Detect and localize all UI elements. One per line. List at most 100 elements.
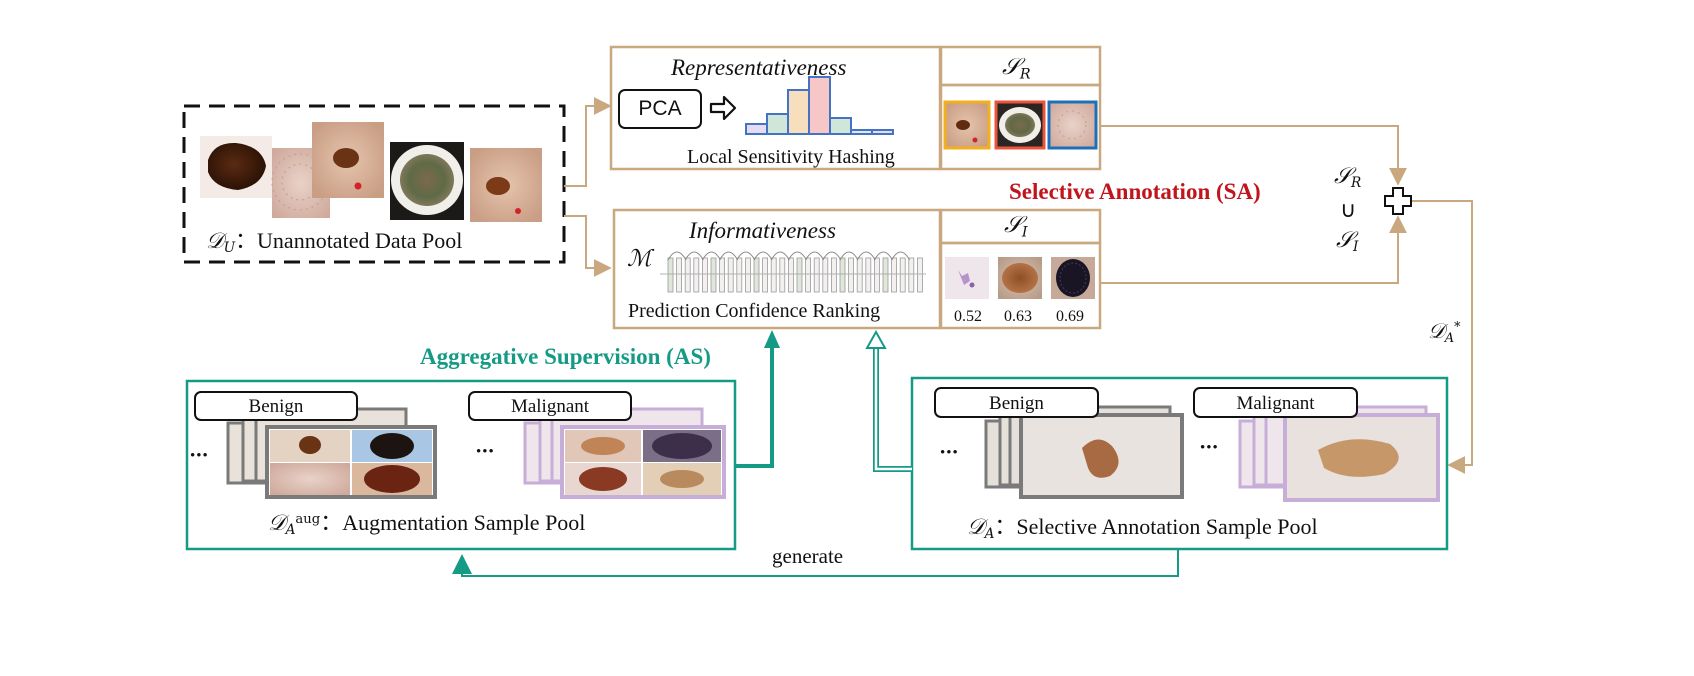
model-layer: [788, 257, 794, 293]
model-skip-connection: [805, 251, 825, 261]
histogram-bar: [808, 76, 831, 135]
arrow-pool-to-informativeness: [564, 215, 612, 277]
selective-ellipsis-left: •••: [940, 445, 959, 461]
selective-malignant-label: Malignant: [1193, 387, 1358, 418]
model-layer: [727, 257, 734, 293]
selective-benign-stack: [984, 405, 1184, 499]
set-r-label: 𝒮R: [1002, 54, 1031, 83]
model-layer: [684, 257, 691, 293]
arrow-aggregative-supervision-head: [764, 330, 780, 348]
augmentation-ellipsis-left: •••: [190, 448, 209, 464]
model-skip-connection: [701, 251, 721, 261]
informativeness-title: Informativeness: [689, 218, 836, 243]
selective-ellipsis-right: •••: [1200, 440, 1219, 456]
model-skip-connection: [667, 251, 687, 261]
pool-thumbnail-5: [470, 148, 542, 222]
selective-pool-label: 𝒟A：Selective Annotation Sample Pool: [967, 514, 1318, 543]
augmentation-pool-label: 𝒟Aaug：Augmentation Sample Pool: [268, 510, 586, 539]
union-cross-icon: [1384, 187, 1412, 215]
model-layer: [736, 257, 743, 293]
model-layer: [667, 257, 674, 293]
histogram-bar: [829, 117, 852, 135]
model-layer: [693, 257, 700, 293]
union-symbol: ∪: [1340, 198, 1357, 223]
union-bottom-label: 𝒮I: [1336, 228, 1359, 256]
set-r-sample-2: [994, 100, 1046, 150]
pool-thumbnail-1: [200, 136, 272, 198]
selective-malignant-stack: [1238, 405, 1440, 502]
selective-pool-box: [910, 376, 1449, 551]
selective-benign-label: Benign: [934, 387, 1099, 418]
score-3: 0.69: [1056, 308, 1084, 325]
dataset-a-symbol: 𝒟A: [967, 515, 995, 543]
model-layer: [710, 257, 717, 293]
pool-thumbnail-3: [312, 122, 384, 198]
model-layer: [813, 257, 820, 293]
set-i-samples-box: [939, 241, 1102, 330]
model-skip-connection: [770, 251, 790, 261]
unannotated-pool-label: 𝒟U：Unannotated Data Pool: [206, 228, 463, 257]
model-layer: [839, 257, 846, 293]
model-skip-connection: [822, 251, 842, 261]
arrow-selective-pool-inner: [874, 344, 912, 471]
model-layer: [856, 257, 863, 293]
arrow-pool-to-representativeness: [564, 97, 612, 187]
model-layer: [770, 257, 777, 293]
set-i-sample-1: [945, 257, 989, 299]
model-layer: [874, 257, 880, 293]
histogram-bar: [766, 113, 789, 135]
score-1: 0.52: [954, 308, 982, 325]
model-layer: [719, 257, 725, 293]
model-layer: [882, 257, 889, 293]
model-layer: [899, 257, 906, 293]
model-layer: [702, 257, 708, 293]
arrow-selective-pool-head: [865, 329, 887, 349]
dataset-aug-symbol: 𝒟Aaug: [268, 511, 321, 539]
augmentation-ellipsis-right: •••: [476, 444, 495, 460]
model-skip-connection: [891, 251, 911, 261]
representativeness-title: Representativeness: [671, 55, 847, 80]
histogram-bar: [745, 123, 768, 135]
model-skip-connection: [684, 251, 704, 261]
prediction-confidence-caption: Prediction Confidence Ranking: [628, 300, 881, 322]
model-skip-connection: [839, 251, 859, 261]
model-layer: [753, 257, 760, 293]
model-layer: [805, 257, 811, 293]
histogram-bar: [787, 89, 810, 135]
union-top-label: 𝒮R: [1334, 164, 1362, 192]
lsh-caption: Local Sensitivity Hashing: [687, 146, 895, 168]
model-layer: [796, 257, 803, 293]
model-layer: [865, 257, 872, 293]
model-layer: [745, 257, 751, 293]
arrow-set-i-to-union: [1100, 215, 1407, 284]
arrow-aggregative-supervision: [735, 338, 774, 468]
model-skip-connection: [719, 251, 739, 261]
aggregative-supervision-title: Aggregative Supervision (AS): [420, 344, 711, 369]
hollow-right-arrow-icon: [709, 95, 737, 121]
set-r-sample-3: [1047, 100, 1098, 150]
model-skip-connection: [873, 251, 893, 261]
set-i-label: 𝒮I: [1004, 212, 1028, 241]
arrow-set-r-to-union: [1100, 125, 1407, 186]
model-symbol: ℳ: [627, 246, 652, 272]
model-layer: [762, 257, 768, 293]
set-r-sample-1: [943, 100, 991, 150]
dataset-symbol: 𝒟U: [206, 229, 236, 257]
unannotated-pool-box: [182, 104, 566, 264]
lsh-histogram: [745, 76, 894, 135]
model-architecture-graphic: [660, 251, 926, 293]
augmentation-benign-label: Benign: [194, 391, 358, 421]
model-layer: [676, 257, 682, 293]
arrow-selective-pool-to-informativeness: [873, 344, 912, 472]
augmentation-benign-stack: [226, 407, 437, 499]
augmentation-malignant-label: Malignant: [468, 391, 632, 421]
model-skip-connection: [753, 251, 773, 261]
set-i-sample-3: [1051, 257, 1095, 299]
model-layer: [831, 257, 837, 293]
model-layer: [917, 257, 923, 293]
generate-label: generate: [772, 544, 844, 568]
model-skip-connection: [856, 251, 876, 261]
pool-thumbnail-4: [390, 142, 464, 220]
pca-button[interactable]: PCA: [618, 89, 702, 129]
